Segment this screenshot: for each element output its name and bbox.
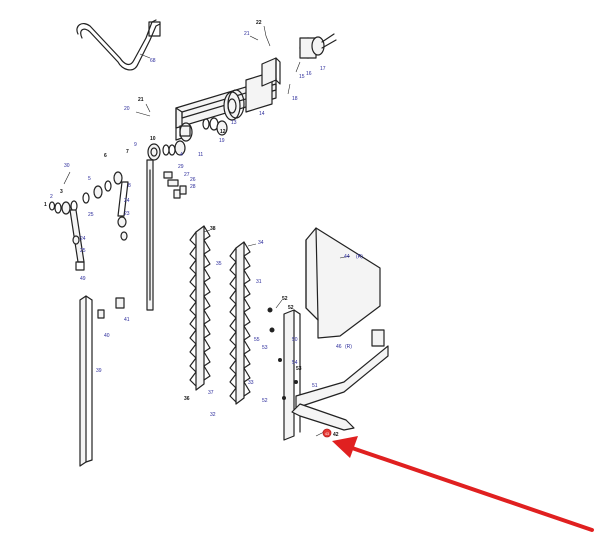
callout-c-17: 17 (320, 66, 326, 72)
callout-c-27: 27 (184, 172, 190, 178)
callout-c-55: 55 (254, 337, 260, 343)
callout-c-21a: 21 (244, 31, 250, 37)
linkage-parts-26-29 (163, 171, 187, 199)
callout-c-25a: 25 (88, 212, 94, 218)
callout-c-11: 11 (198, 152, 203, 158)
callout-c-4: 4 (180, 152, 183, 158)
bent-tube-part-46 (291, 329, 389, 431)
callout-c-52a: 52 (282, 296, 288, 302)
callout-c-36: 36 (184, 396, 190, 402)
callout-c-39: 39 (96, 368, 102, 374)
callout-c-49: 49 (80, 276, 86, 282)
callout-c-51: 51 (312, 383, 318, 389)
callout-c-53a: 53 (262, 345, 268, 351)
callout-c-18: 18 (292, 96, 298, 102)
cover-plate-part-44 (305, 227, 381, 339)
callout-c-19: 19 (219, 138, 225, 144)
callout-c-20: 20 (124, 106, 130, 112)
callout-c-50: 50 (292, 337, 298, 343)
crank-assembly (147, 140, 186, 161)
callout-c-44: 44 (344, 254, 350, 260)
callout-c-10: 10 (150, 136, 156, 142)
callout-c-9: 9 (134, 142, 137, 148)
callout-c-15: 15 (299, 74, 305, 80)
callout-c-52b: 52 (288, 305, 294, 311)
callout-c-5: 5 (88, 176, 91, 182)
frame-upright (283, 309, 301, 441)
callout-c-22: 22 (256, 20, 262, 26)
callout-c-3: 3 (60, 189, 63, 195)
callout-c-44b: (R) (356, 254, 363, 260)
callout-c-68: 68 (150, 58, 156, 64)
callout-c-26: 26 (190, 177, 196, 183)
callout-c-35: 35 (216, 261, 222, 267)
callout-c-24b: 24 (80, 236, 86, 242)
motor-part-17 (299, 33, 337, 59)
serrated-knife-left (189, 225, 211, 391)
callout-c-8: 8 (128, 183, 131, 189)
highlight-circle (322, 428, 332, 438)
callout-c-6: 6 (104, 153, 107, 159)
callout-c-1: 1 (44, 202, 47, 208)
frame-fasteners (267, 307, 298, 400)
callout-c-28: 28 (190, 184, 196, 190)
callout-c-32: 32 (210, 412, 216, 418)
gear-wheel-part-13 (223, 89, 245, 121)
callout-c-23: 23 (124, 211, 130, 217)
callout-c-30: 30 (64, 163, 70, 169)
callout-c-31: 31 (256, 279, 262, 285)
callout-c-2: 2 (50, 194, 53, 200)
callout-c-33: 33 (248, 380, 254, 386)
callout-c-14: 14 (259, 111, 265, 117)
callout-c-21b: 21 (138, 97, 144, 103)
callout-c-42: 42 (333, 432, 339, 438)
arrow-head (332, 436, 358, 458)
callout-c-29: 29 (178, 164, 184, 170)
callout-c-24a: 24 (124, 198, 130, 204)
callout-c-13: 13 (231, 120, 237, 126)
bearing-stack (179, 117, 228, 142)
leader-lines (63, 25, 351, 437)
callout-c-16: 16 (306, 71, 312, 77)
callout-c-25b: 25 (80, 248, 86, 254)
callout-c-7: 7 (126, 149, 129, 155)
highlight-marker-text: 43 (325, 432, 329, 436)
callout-c-37: 37 (208, 390, 214, 396)
connecting-rod (146, 159, 154, 311)
left-lever-assembly (48, 171, 129, 271)
serrated-knife-right (229, 241, 251, 405)
callout-c-38: 38 (210, 226, 216, 232)
callout-c-46: 46 (336, 344, 342, 350)
callout-c-34: 34 (258, 240, 264, 246)
highlight-marker-part-42: 43 (322, 428, 332, 438)
callout-c-41: 41 (124, 317, 130, 323)
callout-c-53b: 53 (296, 366, 302, 372)
callout-c-12: 12 (220, 129, 226, 135)
long-slat-part-39 (79, 295, 125, 467)
red-pointer-arrow (332, 436, 594, 532)
callout-c-52c: 52 (262, 398, 268, 404)
callout-c-40: 40 (104, 333, 110, 339)
callout-c-46b: (R) (345, 344, 352, 350)
part-68-bent-rod (76, 19, 161, 71)
callout-c-54: 54 (292, 360, 298, 366)
